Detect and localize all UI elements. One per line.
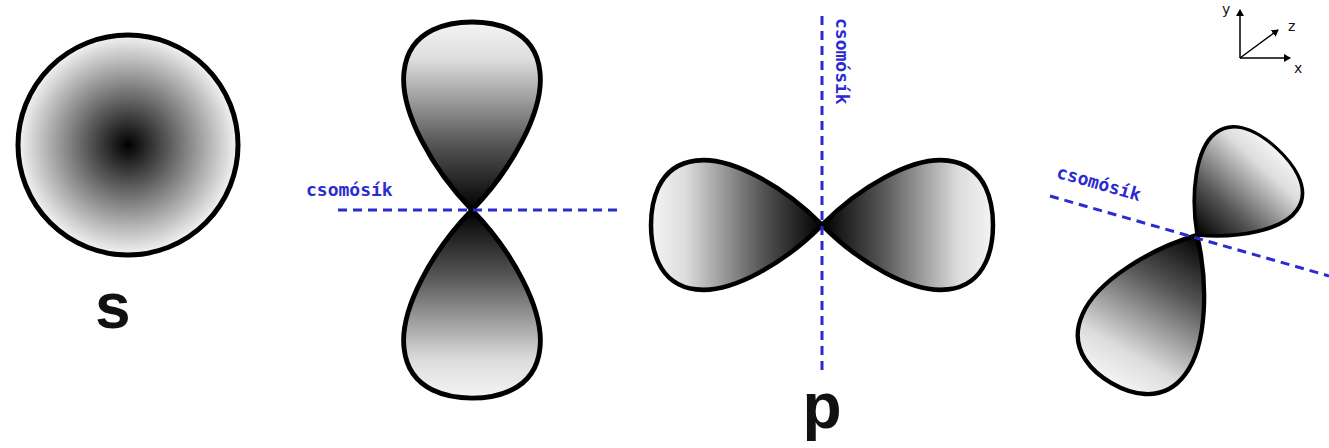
s-orbital: [18, 35, 238, 255]
nodal-plane-label: csomósík: [831, 18, 852, 105]
axis-symbol: [1240, 10, 1290, 58]
orbital-letter: p: [802, 370, 841, 444]
nodal-plane-line: [821, 16, 824, 372]
nodal-plane-label: csomósík: [1054, 162, 1143, 206]
orbital-letter: s: [95, 270, 131, 344]
axis-label: z: [1288, 18, 1295, 34]
p-orbital-x: [651, 160, 993, 290]
axis-label: x: [1294, 60, 1302, 76]
nodal-plane-line: [1050, 196, 1329, 276]
p-orbital-z: [1060, 110, 1319, 413]
axis-label: y: [1222, 1, 1230, 17]
nodal-plane-line: [338, 209, 622, 212]
nodal-plane-label: csomósík: [306, 180, 393, 201]
